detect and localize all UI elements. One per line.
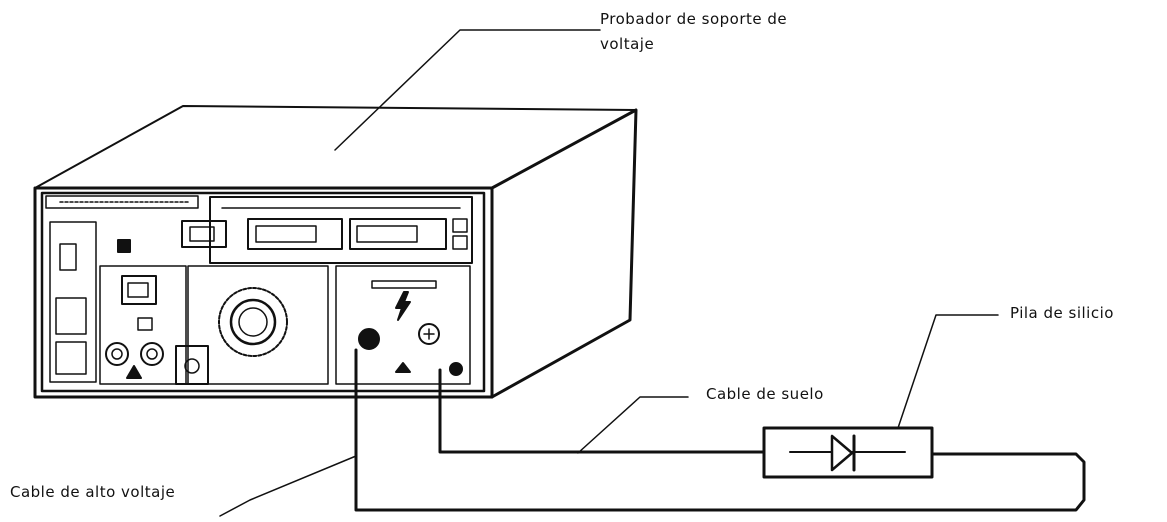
label-ground-cable: Cable de suelo xyxy=(706,385,824,403)
high-voltage-cable xyxy=(354,348,1086,512)
small-socket xyxy=(175,345,209,385)
display-panel xyxy=(209,196,473,264)
diode-symbol xyxy=(830,434,854,472)
label-tester-line1: Probador de soporte de xyxy=(600,10,788,28)
hv-warning-symbol xyxy=(395,291,411,321)
timer-display xyxy=(121,275,157,305)
output-socket-right xyxy=(140,342,164,366)
tester-top-face xyxy=(34,105,637,189)
leader-silicon-stack xyxy=(897,314,999,429)
return-terminal xyxy=(418,323,440,345)
nameplate xyxy=(45,195,199,209)
display-left xyxy=(181,220,227,248)
output-socket-left xyxy=(105,342,129,366)
leader-ground-cable xyxy=(577,396,689,454)
ground-cable xyxy=(438,368,766,454)
front-panel xyxy=(40,191,486,393)
display-button-bottom xyxy=(452,235,468,250)
tester-side-face xyxy=(490,108,638,399)
hv-output-section xyxy=(335,265,471,385)
leader-high-voltage-cable xyxy=(219,455,357,517)
left-control-column xyxy=(49,221,97,383)
leader-tester xyxy=(334,29,601,151)
display-right xyxy=(349,218,447,250)
label-high-voltage-cable: Cable de alto voltaje xyxy=(10,483,176,501)
silicon-stack xyxy=(762,426,934,479)
tester-front-face xyxy=(33,186,494,399)
display-middle xyxy=(247,218,343,250)
label-silicon-stack: Pila de silicio xyxy=(1010,304,1114,322)
timer-section xyxy=(99,265,187,385)
hv-terminal xyxy=(358,328,380,350)
voltage-knob-section xyxy=(187,265,329,385)
label-tester-line2: voltaje xyxy=(600,35,655,53)
ground-terminal xyxy=(449,362,463,376)
voltage-knob xyxy=(218,287,288,357)
display-button-top xyxy=(452,218,468,233)
